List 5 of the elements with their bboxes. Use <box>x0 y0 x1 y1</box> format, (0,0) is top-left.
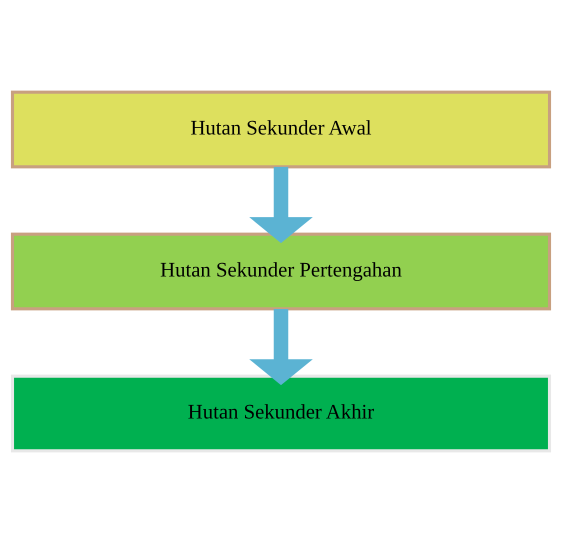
arrow <box>249 166 313 244</box>
arrow <box>249 308 313 386</box>
node-box: Hutan Sekunder Pertengahan <box>10 232 552 310</box>
node-box: Hutan Sekunder Akhir <box>10 374 552 452</box>
node-box: Hutan Sekunder Awal <box>10 90 552 168</box>
